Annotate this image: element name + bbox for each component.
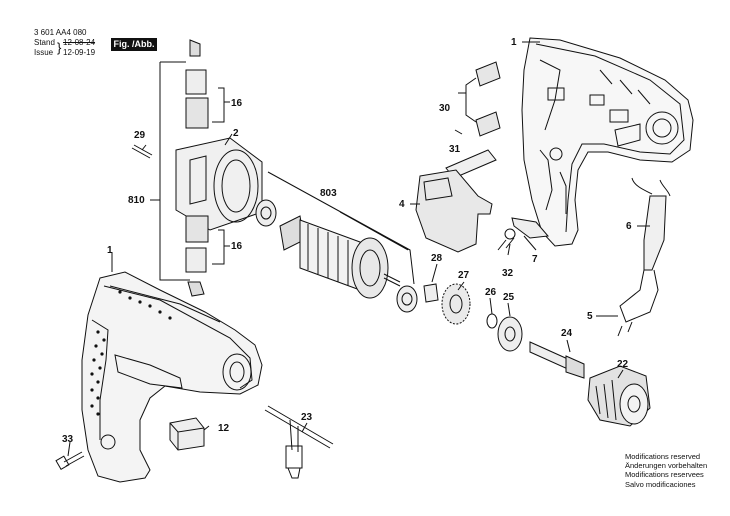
issue-label: Issue (34, 48, 54, 57)
part-28-bearing-bush (423, 283, 439, 303)
figure-label: Fig. /Abb. 1 (111, 38, 157, 62)
part-23-chuck-key (264, 405, 334, 479)
label-part-5: 5 (587, 311, 593, 322)
label-part-33: 33 (62, 434, 74, 445)
issue-value: 12-09-19 (63, 48, 96, 57)
part-4-switch (415, 169, 493, 253)
label-part-12: 12 (218, 423, 230, 434)
part-22-drill-chuck (587, 365, 651, 427)
part-1-housing-shell (521, 37, 694, 247)
part-26-circlip (486, 313, 498, 329)
label-part-16-bottom: 16 (231, 241, 243, 252)
label-part-23: 23 (301, 412, 313, 423)
part-5-power-cord-plug (617, 269, 659, 337)
header-brace: } (57, 40, 62, 55)
label-part-24: 24 (561, 328, 573, 339)
label-part-810: 810 (128, 195, 145, 206)
part-30-brush-pair (475, 61, 501, 137)
label-part-26: 26 (485, 287, 497, 298)
label-part-29: 29 (134, 130, 146, 141)
part-12-block (169, 417, 205, 451)
label-part-25: 25 (503, 292, 515, 303)
part-27-gear (441, 283, 471, 325)
label-part-27: 27 (458, 270, 470, 281)
label-part-803: 803 (320, 188, 337, 199)
label-part-22: 22 (617, 359, 629, 370)
notice-line: Änderungen vorbehalten (625, 461, 708, 471)
stand-label: Stand (34, 38, 55, 47)
notice-line: Modifications reserved (625, 452, 701, 461)
label-part-16-top: 16 (231, 98, 243, 109)
label-part-32: 32 (502, 268, 514, 279)
label-part-31: 31 (449, 144, 461, 155)
part-33-screw (55, 451, 85, 471)
part-7-cable-clamp (511, 217, 549, 239)
label-part-1-top: 1 (511, 37, 517, 48)
stand-value: 12-08-24 (63, 38, 96, 47)
label-part-2: 2 (233, 128, 239, 139)
part-24-spindle (529, 341, 585, 379)
label-part-4: 4 (399, 199, 405, 210)
part-803-armature (255, 199, 418, 313)
part-32-screw (497, 228, 516, 251)
part-1-housing-assembly (81, 271, 263, 483)
notice-line: Modifications reservees (625, 470, 704, 480)
part-810-stator-kit (131, 39, 263, 297)
label-part-30: 30 (439, 103, 451, 114)
modifications-notice: Modifications reserved Änderungen vorbeh… (625, 452, 707, 489)
label-part-6: 6 (626, 221, 632, 232)
label-part-7: 7 (532, 254, 538, 265)
notice-line: Salvo modificaciones (625, 479, 696, 489)
label-part-1-left: 1 (107, 245, 113, 256)
part-25-ball-bearing (497, 316, 523, 352)
grip-texture-dots (90, 290, 172, 416)
part-6-cable-guard (631, 177, 671, 271)
leader-lines (67, 41, 650, 457)
label-part-28: 28 (431, 253, 443, 264)
doc-number: 3 601 AA4 080 (34, 28, 87, 37)
